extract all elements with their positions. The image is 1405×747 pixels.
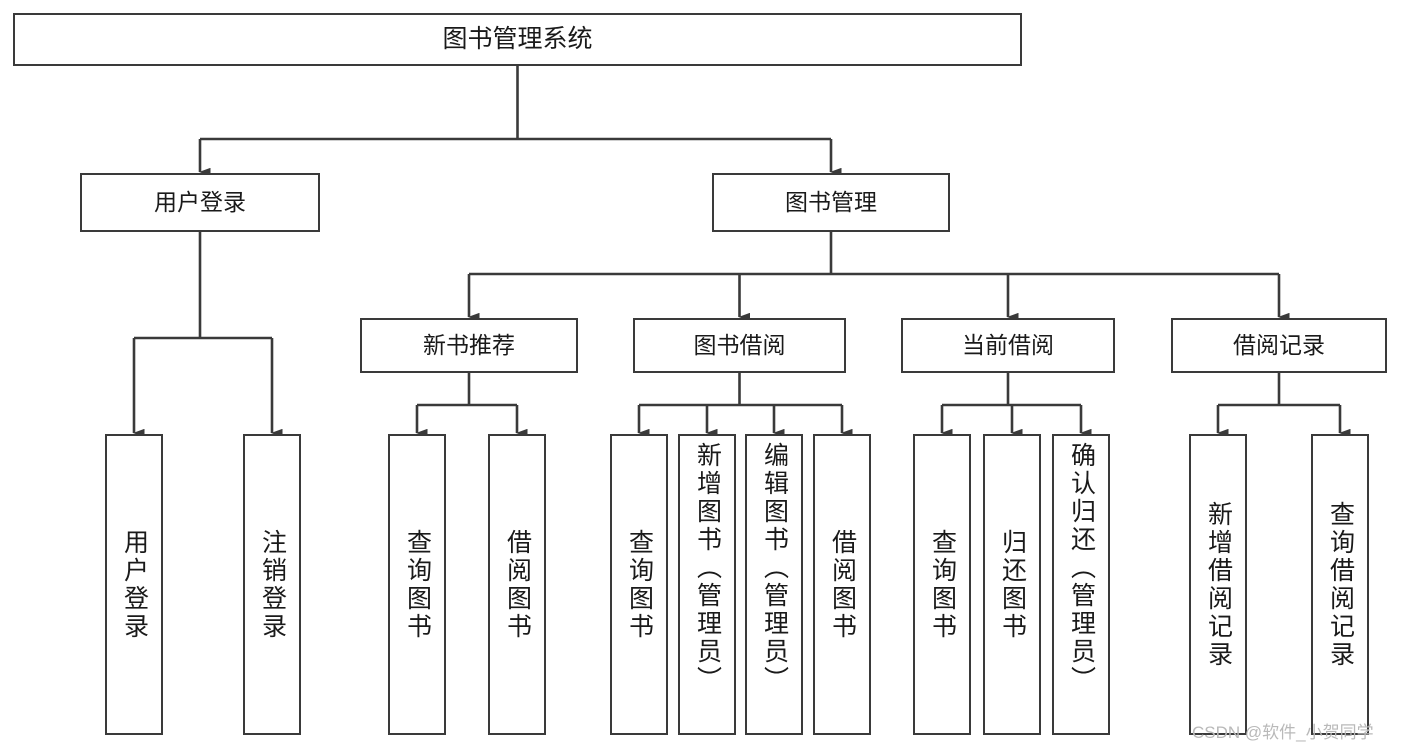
node-leaf-borrow-edit[interactable]: 编辑图书（管理员） bbox=[745, 434, 803, 735]
node-leaf-current-query[interactable]: 查询图书 bbox=[913, 434, 971, 735]
node-bookmgmt[interactable]: 图书管理 bbox=[712, 173, 950, 232]
node-label: 当前借阅 bbox=[962, 331, 1054, 358]
node-label: 新增图书（管理员） bbox=[693, 442, 722, 694]
node-label: 借阅记录 bbox=[1233, 331, 1325, 358]
node-label: 查询图书 bbox=[928, 528, 957, 641]
node-label: 图书管理 bbox=[785, 188, 877, 215]
node-root[interactable]: 图书管理系统 bbox=[13, 13, 1022, 66]
node-label: 新增借阅记录 bbox=[1204, 500, 1233, 669]
node-leaf-borrow-lend[interactable]: 借阅图书 bbox=[813, 434, 871, 735]
node-label: 查询借阅记录 bbox=[1326, 500, 1355, 669]
node-label: 图书借阅 bbox=[693, 331, 786, 358]
node-leaf-borrow-query[interactable]: 查询图书 bbox=[610, 434, 668, 735]
node-leaf-current-return[interactable]: 归还图书 bbox=[983, 434, 1041, 735]
node-leaf-newbook-query[interactable]: 查询图书 bbox=[388, 434, 446, 735]
node-current[interactable]: 当前借阅 bbox=[901, 318, 1115, 373]
node-label: 借阅图书 bbox=[503, 528, 532, 641]
node-label: 用户登录 bbox=[120, 528, 149, 641]
node-record[interactable]: 借阅记录 bbox=[1171, 318, 1387, 373]
node-leaf-record-add[interactable]: 新增借阅记录 bbox=[1189, 434, 1247, 735]
node-label: 查询图书 bbox=[403, 528, 432, 641]
node-leaf-newbook-borrow[interactable]: 借阅图书 bbox=[488, 434, 546, 735]
node-label: 编辑图书（管理员） bbox=[760, 442, 789, 694]
node-label: 图书管理系统 bbox=[442, 24, 593, 53]
node-label: 查询图书 bbox=[625, 528, 654, 641]
node-label: 用户登录 bbox=[154, 188, 246, 215]
node-label: 新书推荐 bbox=[423, 331, 515, 358]
node-borrow[interactable]: 图书借阅 bbox=[633, 318, 846, 373]
edge-lines bbox=[132, 66, 1351, 438]
node-leaf-user-login[interactable]: 用户登录 bbox=[105, 434, 163, 735]
node-leaf-record-query[interactable]: 查询借阅记录 bbox=[1311, 434, 1369, 735]
node-label: 归还图书 bbox=[998, 528, 1027, 641]
node-leaf-current-confirm[interactable]: 确认归还（管理员） bbox=[1052, 434, 1110, 735]
node-label: 确认归还（管理员） bbox=[1067, 442, 1096, 694]
node-newbook[interactable]: 新书推荐 bbox=[360, 318, 578, 373]
node-leaf-user-logout[interactable]: 注销登录 bbox=[243, 434, 301, 735]
node-label: 借阅图书 bbox=[828, 528, 857, 641]
node-label: 注销登录 bbox=[258, 528, 287, 641]
node-login[interactable]: 用户登录 bbox=[80, 173, 320, 232]
node-leaf-borrow-add[interactable]: 新增图书（管理员） bbox=[678, 434, 736, 735]
